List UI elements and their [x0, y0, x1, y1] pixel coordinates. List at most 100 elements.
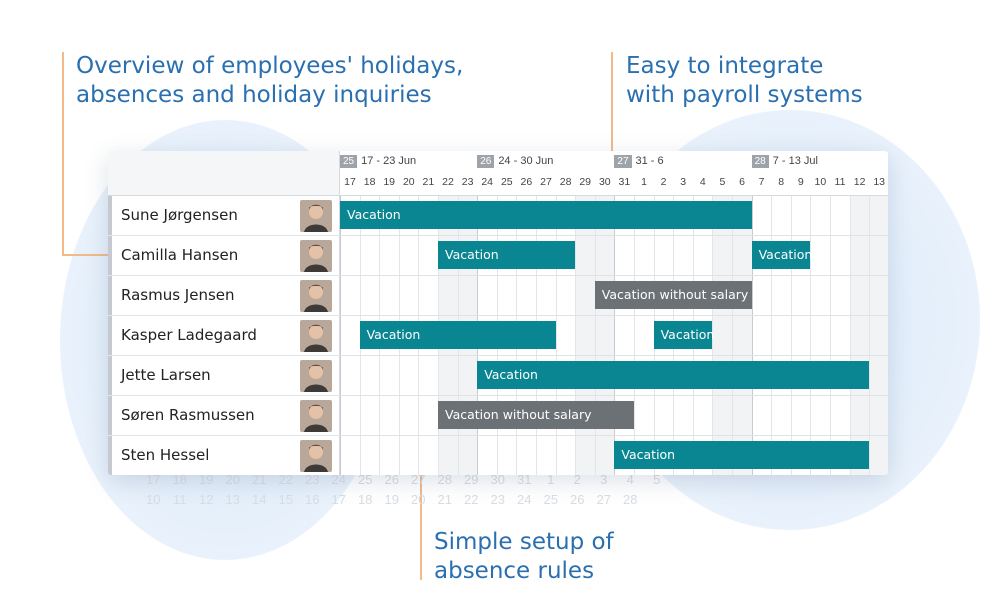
callout-bottom-line1: Simple setup of [434, 529, 614, 555]
vacation-bar[interactable]: Vacation [340, 201, 752, 229]
ghost-day: 29 [464, 472, 479, 487]
row-line [340, 275, 888, 276]
ghost-day: 20 [225, 472, 240, 487]
day-label: 1 [641, 176, 647, 188]
callout-line-left-horizontal [62, 254, 110, 256]
row-edge [108, 316, 112, 355]
ghost-day: 27 [596, 492, 611, 507]
day-column [869, 196, 888, 475]
day-label: 22 [442, 176, 454, 188]
ghost-day: 19 [199, 472, 214, 487]
ghost-day: 23 [305, 472, 320, 487]
employee-name: Søren Rasmussen [121, 406, 255, 424]
day-label: 3 [680, 176, 687, 188]
vacation-bar[interactable]: Vacation [653, 321, 715, 349]
avatar[interactable] [300, 400, 332, 432]
day-label: 10 [814, 176, 827, 188]
vacation-bar[interactable]: Vacation [359, 321, 556, 349]
day-column [830, 196, 850, 475]
day-label: 24 [481, 176, 494, 188]
employee-row[interactable]: Camilla Hansen [108, 236, 340, 276]
avatar[interactable] [300, 200, 332, 232]
day-label: 18 [363, 176, 376, 188]
employee-row[interactable]: Rasmus Jensen [108, 276, 340, 316]
day-column [340, 196, 360, 475]
ghost-day: 10 [146, 492, 161, 507]
employee-row[interactable]: Søren Rasmussen [108, 396, 340, 436]
employee-name: Jette Larsen [121, 366, 211, 384]
callout-top-right: Easy to integrate with payroll systems [626, 52, 863, 110]
employee-row[interactable]: Jette Larsen [108, 356, 340, 396]
employee-row[interactable]: Kasper Ladegaard [108, 316, 340, 356]
callout-top-right-line2: with payroll systems [626, 82, 863, 108]
vacation-bar[interactable]: Vacation [438, 241, 576, 269]
day-label: 4 [699, 176, 706, 188]
callout-line-right [611, 52, 613, 152]
day-column [790, 196, 811, 475]
avatar[interactable] [300, 240, 332, 272]
ghost-day: 20 [411, 492, 426, 507]
ghost-day: 21 [437, 492, 452, 507]
row-line [340, 435, 888, 436]
week-range: 17 - 23 Jun [361, 155, 417, 167]
vacation-bar[interactable]: Vacation [614, 441, 870, 469]
day-label: 23 [461, 176, 474, 188]
callout-bottom-line2: absence rules [434, 558, 595, 584]
day-label: 20 [402, 176, 415, 188]
day-label: 7 [758, 176, 765, 188]
callout-line-bottom [420, 475, 422, 580]
day-label: 12 [853, 176, 866, 188]
day-label: 11 [834, 176, 846, 188]
employee-row[interactable]: Sten Hessel [108, 436, 340, 475]
ghost-day: 16 [305, 492, 320, 507]
avatar[interactable] [300, 280, 332, 312]
absence-label: Vacation [484, 367, 538, 382]
employee-row[interactable]: Sune Jørgensen [108, 196, 340, 236]
ghost-day: 4 [626, 472, 634, 487]
callout-top-left-line2: absences and holiday inquiries [76, 82, 432, 108]
avatar[interactable] [300, 320, 332, 352]
day-column [849, 196, 870, 475]
vacation-without-salary-bar[interactable]: Vacation without salary [594, 281, 752, 309]
ghost-day: 31 [517, 472, 532, 487]
vacation-without-salary-bar[interactable]: Vacation without salary [438, 401, 634, 429]
vacation-bar[interactable]: Vacation [477, 361, 870, 389]
header-divider [108, 195, 888, 196]
ghost-day: 17 [331, 492, 346, 507]
day-label: 9 [797, 176, 804, 188]
avatar[interactable] [300, 360, 332, 392]
day-label: 30 [598, 176, 611, 188]
day-label: 28 [559, 176, 572, 188]
ghost-day: 11 [173, 492, 187, 507]
day-column [751, 196, 772, 475]
day-column [614, 196, 634, 475]
row-edge [108, 436, 112, 475]
vacation-bar[interactable]: Vacation [751, 241, 813, 269]
row-edge [108, 236, 112, 275]
avatar[interactable] [300, 440, 332, 472]
absence-label: Vacation [621, 447, 676, 462]
ghost-day: 23 [490, 492, 505, 507]
absence-label: Vacation [445, 247, 499, 262]
week-number-badge: 28 [751, 155, 769, 168]
ghost-day: 13 [225, 492, 240, 507]
ghost-day: 25 [543, 492, 558, 507]
day-label: 8 [778, 176, 785, 188]
callout-top-left: Overview of employees' holidays, absence… [76, 52, 463, 110]
row-line [340, 355, 888, 356]
absence-label: Vacation [758, 247, 813, 262]
ghost-day: 22 [278, 472, 293, 487]
absence-label: Vacation [366, 327, 421, 342]
row-line [340, 315, 888, 316]
panel-divider [339, 151, 340, 475]
ghost-day: 24 [331, 472, 346, 487]
employee-panel-header [108, 151, 340, 196]
week-range: 31 - 6 [635, 155, 664, 167]
absence-label: Vacation [660, 327, 715, 342]
